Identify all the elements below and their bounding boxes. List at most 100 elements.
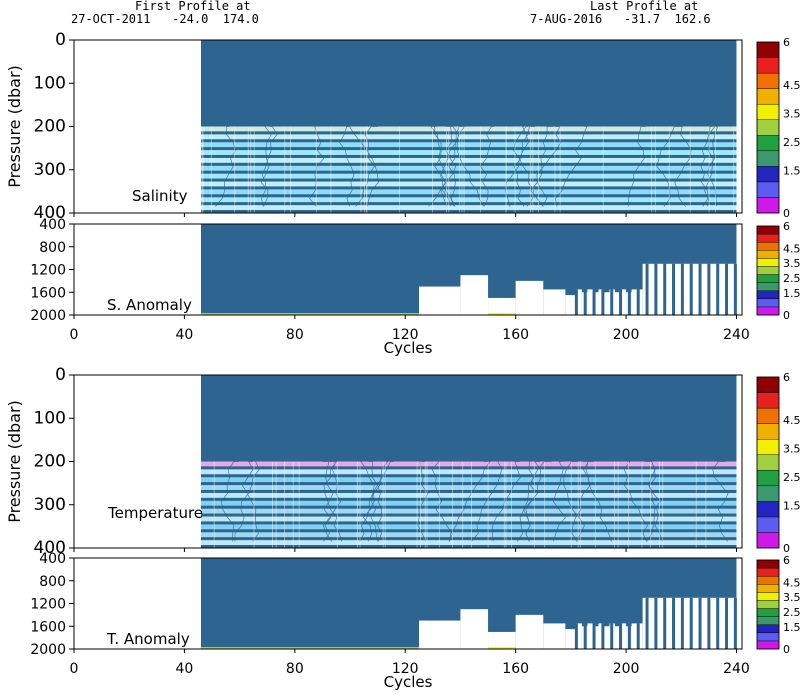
y-tick-label: 400	[34, 203, 66, 223]
colorbar-tick-label: 6	[783, 554, 790, 567]
colorbar-swatch	[756, 438, 780, 455]
y-tick-label: 300	[34, 495, 66, 515]
profile-stalk	[574, 289, 578, 315]
colorbar-swatch	[756, 290, 780, 300]
data-band	[200, 492, 737, 498]
colorbar-swatch	[756, 608, 780, 617]
profile-stalk	[610, 623, 614, 649]
data-gap	[565, 629, 577, 649]
x-tick-label: 200	[613, 661, 640, 677]
colorbar-swatch	[756, 266, 780, 275]
colorbar-tick-label: 2.5	[783, 272, 800, 285]
y-tick-label: 300	[34, 160, 66, 180]
data-gap	[460, 275, 489, 315]
data-band	[200, 485, 737, 490]
colorbar-swatch	[756, 119, 780, 136]
y-tick-label: 100	[34, 73, 66, 93]
y-tick-label: 1200	[30, 597, 66, 613]
profile-stalk	[698, 263, 702, 315]
profile-stalk	[725, 263, 729, 315]
x-tick-label: 0	[70, 661, 79, 677]
y-tick-label: 400	[34, 538, 66, 558]
colorbar-swatch	[756, 376, 780, 393]
colorbar-swatch	[756, 392, 780, 409]
colorbar-swatch	[756, 197, 780, 214]
x-tick-label: 80	[286, 327, 304, 343]
y-axis-label: Pressure (dbar)	[5, 400, 24, 523]
y-tick-label: 800	[39, 240, 66, 256]
data-gap	[615, 626, 621, 649]
colorbar-swatch	[756, 233, 780, 243]
profile-stalk	[663, 597, 667, 649]
x-tick-label: 120	[392, 661, 419, 677]
colorbar-swatch	[756, 282, 780, 291]
colorbar-swatch	[756, 454, 780, 471]
profile-stalk	[654, 263, 658, 315]
profile-stalk	[672, 263, 676, 315]
colorbar-tick-label: 0	[783, 309, 790, 322]
profile-stalk	[707, 263, 711, 315]
x-axis-label: Cycles	[384, 339, 433, 357]
first-profile-date: 27-OCT-2011	[71, 12, 151, 26]
colorbar-tick-label: 2.5	[783, 136, 800, 149]
y-tick-label: 1600	[30, 285, 66, 301]
data-band	[200, 126, 737, 132]
colorbar-swatch	[756, 72, 780, 89]
x-tick-label: 40	[175, 661, 193, 677]
colorbar-swatch	[756, 559, 780, 569]
colorbar-tick-label: 1.5	[783, 499, 800, 512]
data-band	[200, 461, 737, 467]
profile-stalk	[663, 263, 667, 315]
anomaly-highlight	[488, 647, 516, 649]
data-band	[200, 181, 737, 187]
profile-stalk	[654, 597, 658, 649]
profile-stalk	[592, 289, 596, 315]
profile-stalk	[689, 597, 693, 649]
colorbar-frame	[756, 559, 780, 650]
colorbar-swatch	[756, 632, 780, 642]
colorbar-tick-label: 3.5	[783, 257, 800, 270]
colorbar-swatch	[756, 150, 780, 167]
y-tick-label: 0	[55, 30, 66, 50]
data-band	[200, 157, 737, 163]
profile-stalk	[574, 623, 578, 649]
profile-stalk	[680, 597, 684, 649]
data-band	[200, 469, 737, 475]
data-band	[200, 173, 737, 179]
profile-stalk	[716, 597, 720, 649]
data-gap	[598, 289, 604, 315]
first-profile-coords: -24.0 174.0	[172, 12, 259, 26]
colorbar-swatch	[756, 584, 780, 593]
colorbar-swatch	[756, 135, 780, 152]
colorbar-swatch	[756, 624, 780, 634]
profile-columns	[200, 126, 735, 213]
data-band	[200, 524, 737, 530]
colorbar-frame	[756, 41, 780, 214]
profile-stalk	[645, 597, 649, 649]
data-gap	[576, 623, 582, 649]
colorbar-swatch	[756, 103, 780, 120]
profile-stalk	[601, 623, 605, 649]
colorbar-swatch	[756, 567, 780, 577]
colorbar-frame	[756, 376, 780, 549]
last-profile-coords: -31.7 162.6	[623, 12, 711, 26]
data-gap	[543, 289, 566, 315]
y-tick-label: 200	[34, 117, 66, 137]
profile-stalk	[716, 263, 720, 315]
colorbar-swatch	[756, 616, 780, 625]
x-tick-label: 80	[286, 661, 304, 677]
panel-title-temperature-anomaly: T. Anomaly	[106, 630, 190, 648]
colorbar-swatch	[756, 470, 780, 487]
colorbar-swatch	[756, 640, 780, 650]
profile-stalk	[627, 289, 631, 315]
colorbar-tick-label: 6	[783, 36, 790, 49]
colorbar-tick-label: 0	[783, 207, 790, 220]
data-band	[200, 165, 737, 171]
x-tick-label: 240	[723, 327, 750, 343]
colorbar-tick-label: 2.5	[783, 471, 800, 484]
data-gap	[620, 289, 627, 315]
data-band	[200, 540, 737, 546]
colorbar-swatch	[756, 241, 780, 251]
